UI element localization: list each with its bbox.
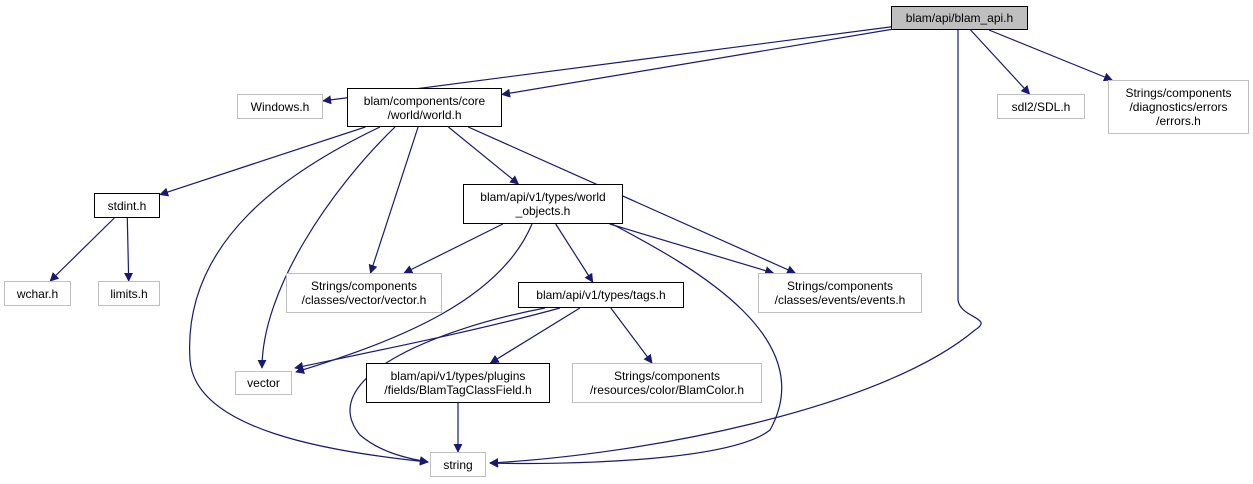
edge-world-to-stdint [159, 126, 366, 197]
edge-world-to-vector [257, 126, 396, 369]
node-label: Strings/components /diagnostics/errors /… [1125, 86, 1232, 128]
node-blam-api[interactable]: blam/api/blam_api.h [891, 6, 1028, 30]
edge-blam_api-to-world [501, 28, 892, 98]
node-label: string [443, 457, 473, 472]
edge-tags-to-tagclassfield [489, 307, 581, 364]
node-label: Strings/components /resources/color/Blam… [589, 369, 745, 397]
node-stdint[interactable]: stdint.h [94, 193, 160, 218]
node-wchar[interactable]: wchar.h [4, 281, 71, 306]
edge-world_objects-to-vector_h [403, 223, 504, 274]
node-errors[interactable]: Strings/components /diagnostics/errors /… [1108, 80, 1249, 134]
node-tagclassfield[interactable]: blam/api/v1/types/plugins /fields/BlamTa… [366, 363, 550, 403]
node-label: Strings/components /classes/events/event… [774, 279, 906, 307]
node-vector[interactable]: vector [235, 371, 292, 395]
node-label: vector [247, 376, 280, 390]
edge-tags-to-string [349, 307, 546, 466]
node-limits[interactable]: limits.h [98, 281, 160, 306]
edge-world_objects-to-string [489, 223, 783, 468]
edge-world-to-vector_h [368, 126, 419, 274]
node-sdl[interactable]: sdl2/SDL.h [997, 94, 1085, 119]
node-world-objects[interactable]: blam/api/v1/types/world _objects.h [463, 184, 623, 224]
edge-blam_api-to-sdl [970, 29, 1031, 95]
edge-blam_api-to-string [489, 30, 982, 468]
node-windows[interactable]: Windows.h [237, 94, 323, 119]
node-label: blam/api/v1/types/plugins /fields/BlamTa… [384, 369, 532, 397]
node-label: blam/api/v1/types/tags.h [536, 288, 666, 302]
node-label: blam/components/core /world/world.h [363, 93, 486, 122]
node-label: limits.h [110, 286, 148, 301]
edge-stdint-to-wchar [49, 217, 115, 282]
edge-world-to-events [467, 126, 797, 274]
node-vector-h[interactable]: Strings/components /classes/vector/vecto… [286, 273, 442, 313]
node-label: stdint.h [107, 198, 147, 213]
edge-tags-to-blamcolor [610, 307, 653, 364]
node-label: blam/api/v1/types/world _objects.h [480, 190, 606, 218]
node-blamcolor[interactable]: Strings/components /resources/color/Blam… [572, 363, 762, 403]
edge-world_objects-to-tags [555, 223, 594, 283]
edge-blam_api-to-errors [988, 29, 1113, 82]
node-label: Strings/components /classes/vector/vecto… [301, 279, 427, 307]
edge-world_objects-to-events [609, 223, 775, 275]
node-tags[interactable]: blam/api/v1/types/tags.h [518, 282, 684, 308]
edge-tags-to-vector [294, 307, 561, 371]
edge-world-to-world_objects [448, 126, 520, 185]
node-label: blam/api/blam_api.h [905, 11, 1014, 25]
edge-stdint-to-limits [124, 217, 134, 282]
node-string[interactable]: string [430, 452, 486, 477]
edge-world-to-string [189, 126, 429, 466]
node-world[interactable]: blam/components/core /world/world.h [347, 88, 502, 127]
node-label: sdl2/SDL.h [1011, 99, 1071, 114]
node-events[interactable]: Strings/components /classes/events/event… [758, 273, 922, 313]
node-label: wchar.h [16, 286, 59, 301]
node-label: Windows.h [250, 99, 310, 114]
